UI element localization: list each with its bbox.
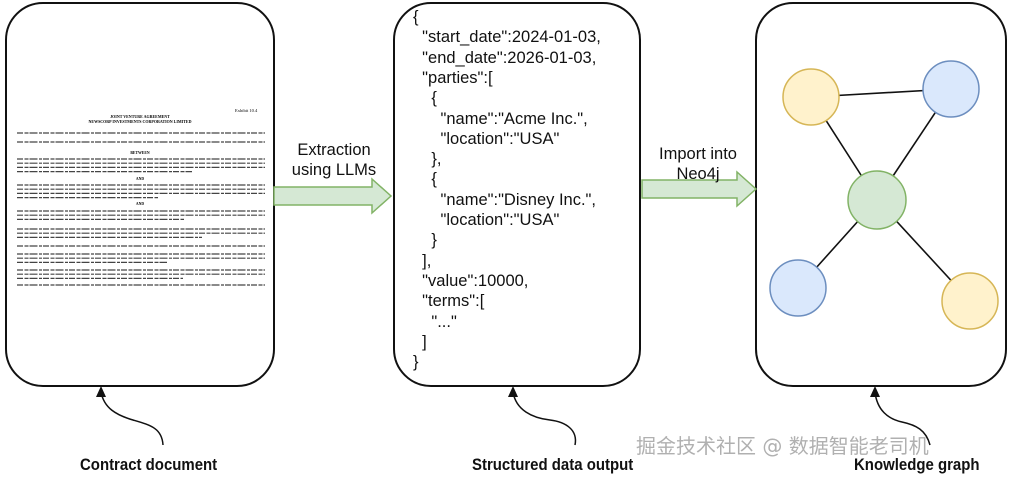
json-line: } [413,353,419,372]
json-line: "terms":[ [413,292,485,311]
watermark-text: 掘金技术社区 @ 数据智能老司机 [636,434,929,458]
page-and-heading-2: AND [136,202,144,206]
graph-node-blue [769,259,827,317]
extraction-arrow [273,177,393,215]
import-label: Import into Neo4j [638,144,758,184]
json-line: { [413,170,437,189]
pointer-arrowheads [96,386,880,397]
page-title-line1: JOINT VENTURE AGREEMENT [110,114,170,119]
json-line: "name":"Acme Inc.", [413,109,588,128]
pointer-curves [100,391,931,446]
json-line: { [413,89,437,108]
arrowhead-icon [508,386,518,397]
knowledge-graph-caption: Knowledge graph [854,455,980,474]
page-corner-label: Exhibit 10.4 [235,108,258,113]
json-line: } [413,231,437,250]
json-pointer-curve [512,391,577,446]
json-line: "start_date":2024-01-03, [413,28,601,47]
structured-data-caption: Structured data output [472,455,634,474]
contract-text-lines [17,132,265,286]
contract-document-caption: Contract document [80,455,218,474]
import-label-line2: Neo4j [676,165,720,183]
contract-page: Exhibit 10.4 JOINT VENTURE AGREEMENT NEW… [17,108,265,286]
import-label-line1: Import into [659,145,737,163]
page-between-heading: BETWEEN [130,151,149,155]
json-line: "parties":[ [413,68,493,87]
json-line: }, [413,150,442,169]
json-line: "value":10000, [413,271,529,290]
json-line: "location":"USA" [413,129,560,148]
graph-pointer-curve [874,391,931,446]
extraction-label-line2: using LLMs [291,161,377,179]
json-line: ], [413,251,432,270]
json-line: "end_date":2026-01-03, [413,48,597,67]
arrowhead-icon [870,386,880,397]
json-line: ] [413,332,427,351]
graph-node-blue [922,60,980,118]
json-line: "..." [413,312,457,331]
graph-node-yellow [782,68,840,126]
json-line: "name":"Disney Inc.", [413,190,597,209]
extraction-label: Extraction using LLMs [274,140,394,180]
knowledge-graph-panel [755,2,1007,387]
arrowhead-icon [96,386,106,397]
page-title-line2: NEWSCORP INVESTMENTS CORPORATION LIMITED [89,119,192,124]
contract-document-panel: Exhibit 10.4 JOINT VENTURE AGREEMENT NEW… [5,2,275,387]
structured-data-panel: { "start_date":2024-01-03, "end_date":20… [393,2,641,387]
knowledge-graph-canvas [769,60,999,330]
page-and-heading-1: AND [136,177,144,181]
import-arrow [641,170,758,208]
graph-node-yellow [941,272,999,330]
json-line: "location":"USA" [413,211,560,229]
graph-node-green [847,170,907,230]
json-line: { [413,8,419,26]
extraction-label-line1: Extraction [297,141,371,159]
document-pointer-curve [100,391,164,446]
